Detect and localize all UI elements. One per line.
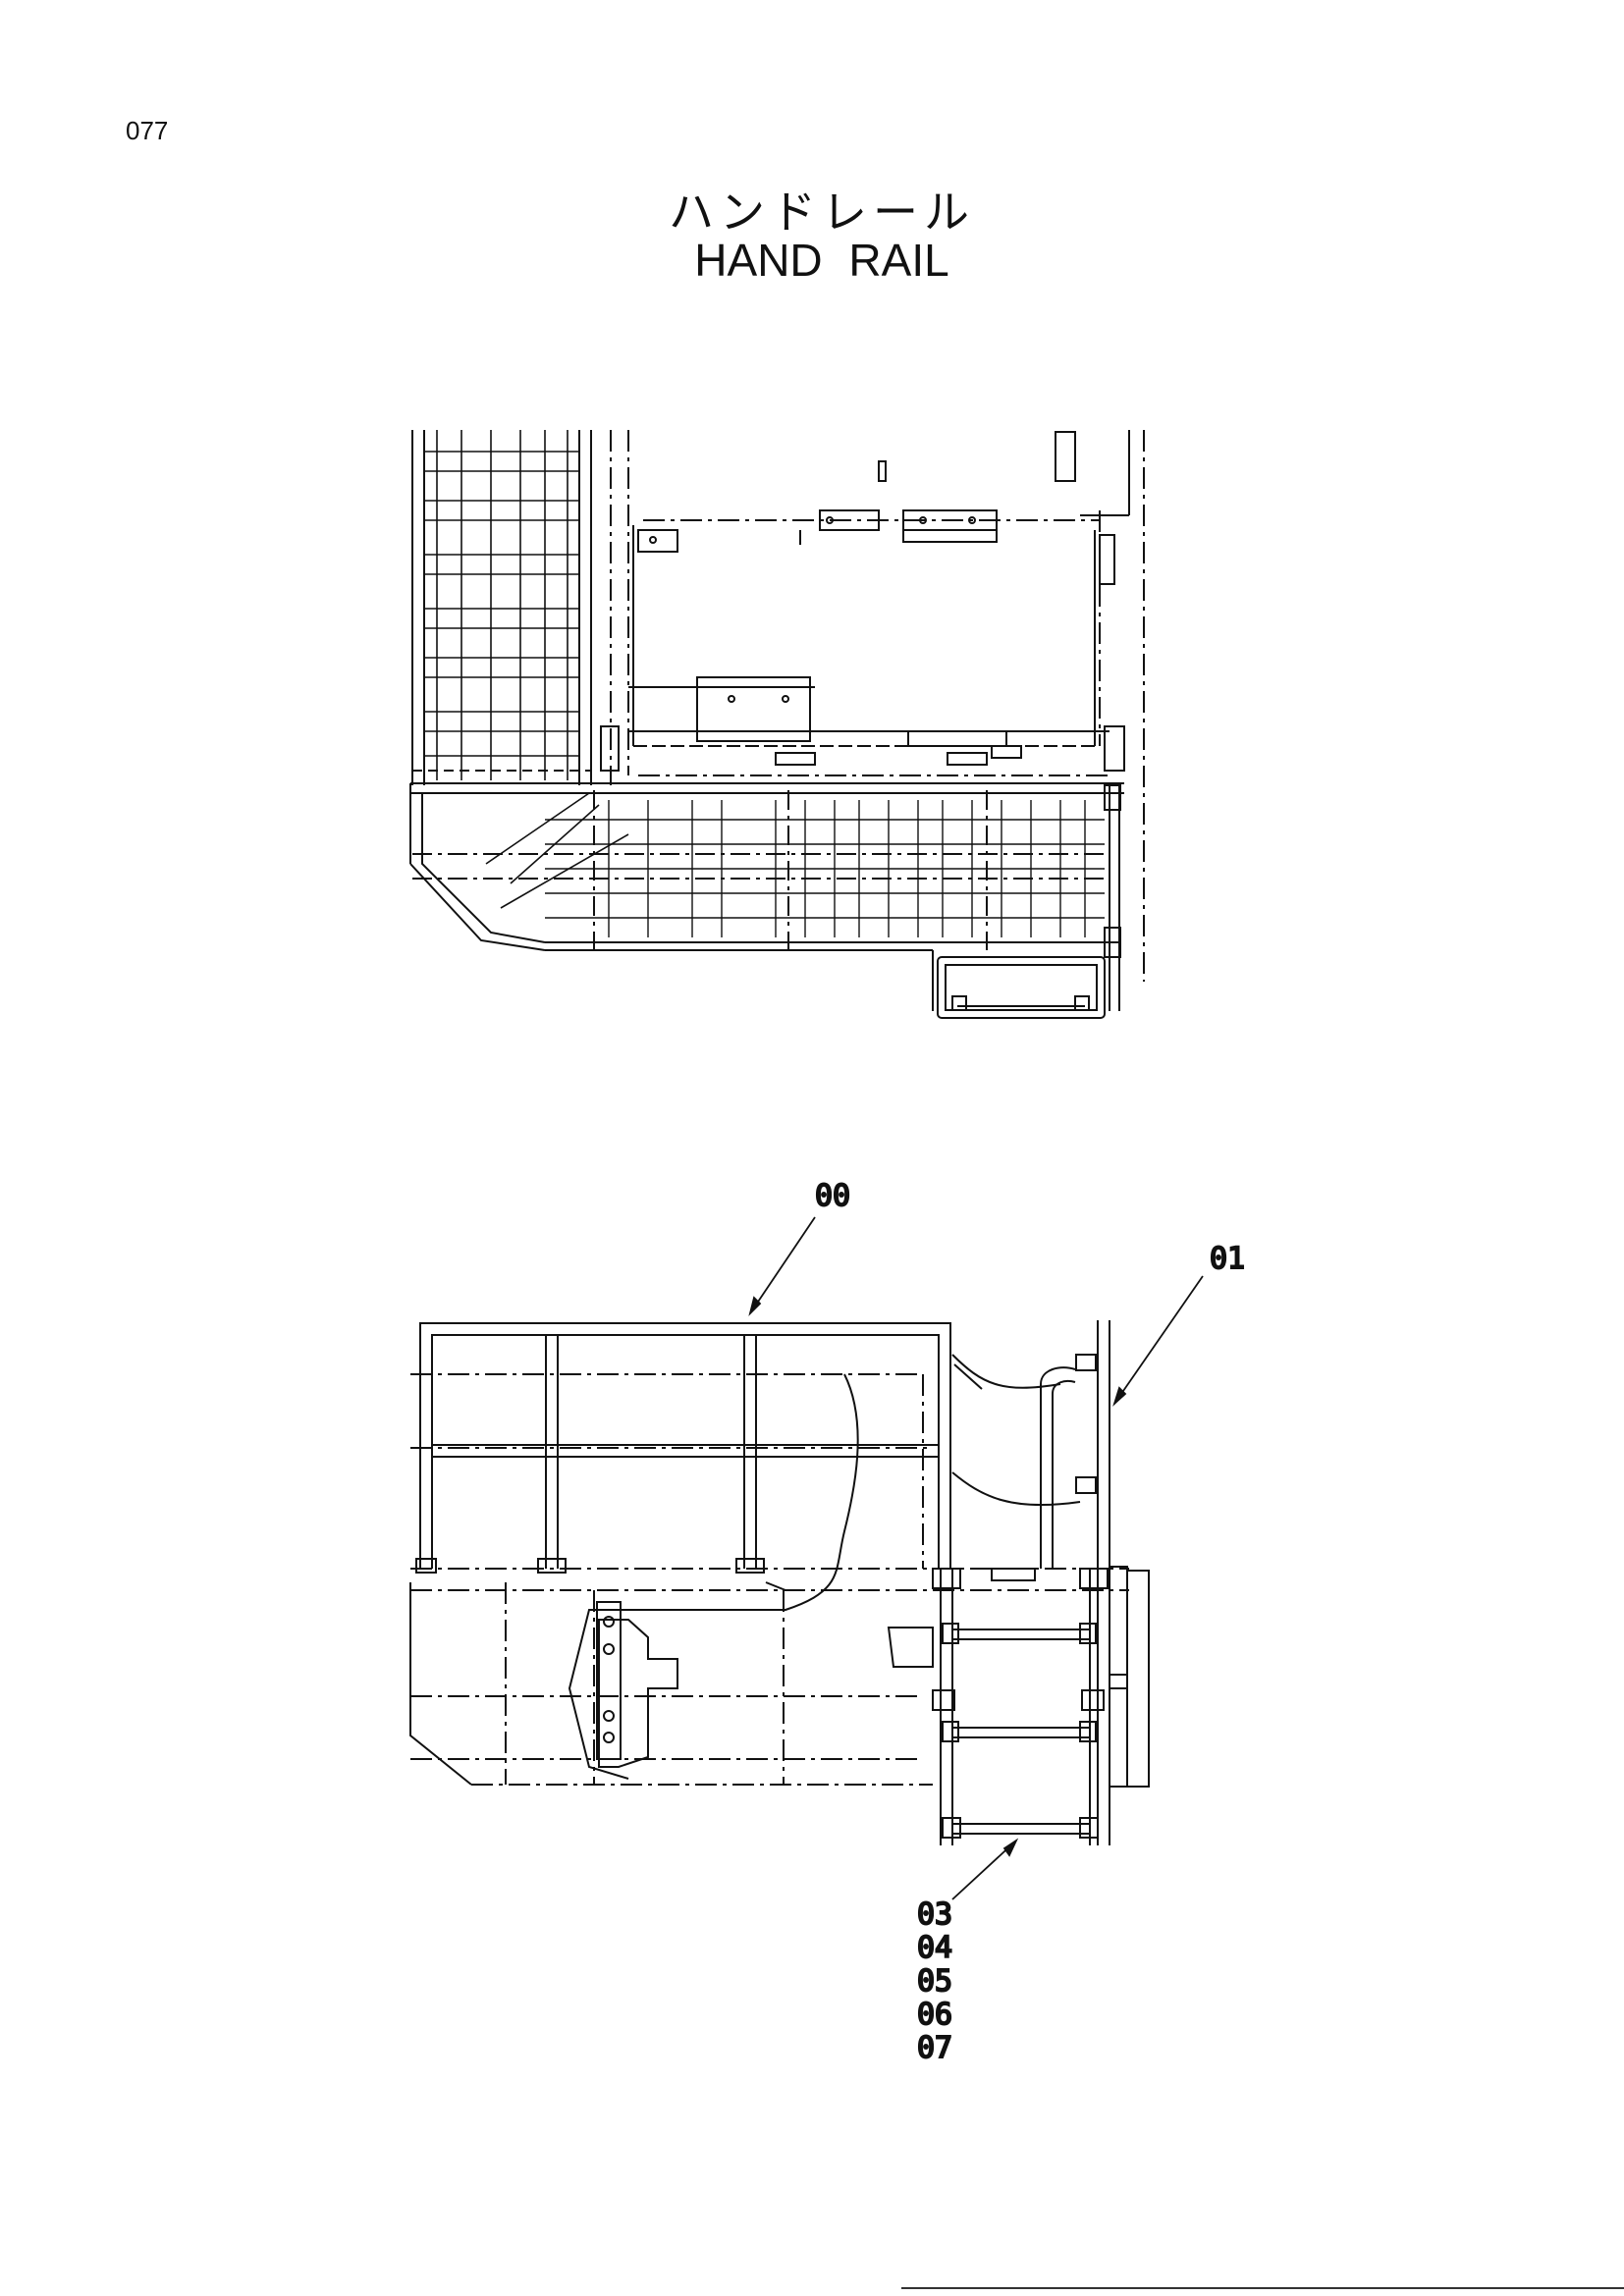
footer-rule [901, 2287, 1624, 2289]
left-walkway-grating [411, 430, 592, 785]
callout-07: 07 [917, 2031, 952, 2065]
front-walkway-grating [409, 782, 1124, 1011]
callout-05: 05 [917, 1964, 952, 1999]
callout-03: 03 [917, 1897, 952, 1932]
callout-01: 01 [1210, 1242, 1245, 1276]
callout-00: 00 [815, 1179, 850, 1213]
callout-labels: 00 01 03 04 05 06 07 [814, 1178, 1246, 2066]
side-view: 00 01 03 04 05 06 07 [409, 1178, 1246, 2066]
callout-06: 06 [917, 1998, 952, 2032]
step-ladder-plan [932, 784, 1121, 1019]
hand-rail-00[interactable] [415, 1322, 951, 1574]
title-english: HAND RAIL [694, 235, 949, 286]
deck-box [600, 431, 1125, 772]
machine-body-side [409, 1373, 1129, 1786]
callout-04: 04 [917, 1931, 952, 1965]
grab-rail-01[interactable] [951, 1320, 1110, 1845]
leader-lines [748, 1216, 1204, 1900]
machine-outline-top [610, 430, 1145, 982]
step-ladder-03-07[interactable] [932, 1566, 1150, 1845]
page-number: 077 [126, 116, 169, 145]
plan-view [409, 430, 1145, 1019]
title-japanese: ハンドレール [669, 186, 975, 239]
